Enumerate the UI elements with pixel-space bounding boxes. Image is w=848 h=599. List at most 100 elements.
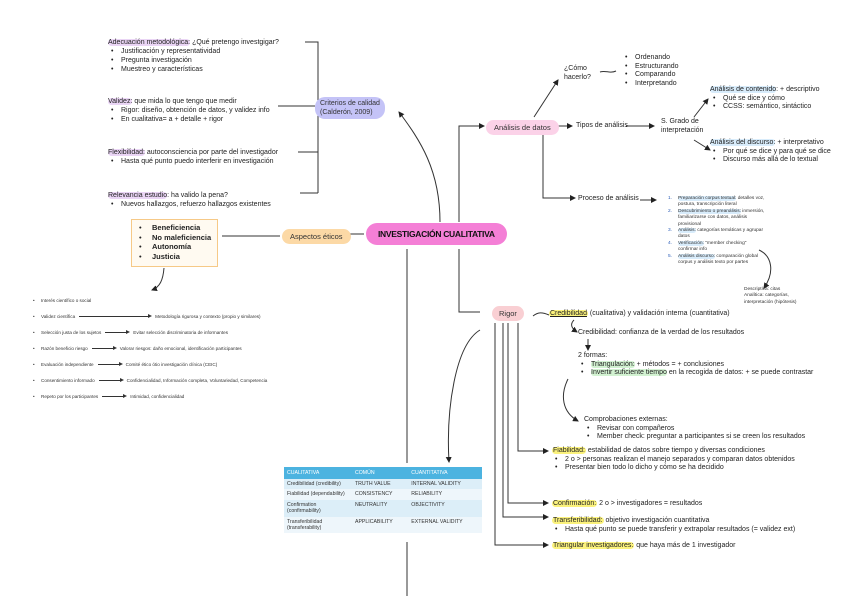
list-item: Pregunta investigación: [111, 56, 279, 65]
eticos-row-left: Selección justa de los sujetos: [41, 330, 102, 335]
list-item: Hasta qué punto se puede transferir y ex…: [555, 526, 842, 535]
eticos-row: • Validez científica Metodología rigurosa …: [33, 314, 261, 319]
grado-label: S. Grado de interpretación: [661, 118, 704, 134]
eticos-row-right: Valorar riesgos: daño emocional, identif…: [119, 346, 242, 351]
bullet-icon: •: [33, 378, 35, 383]
eticos-row: • Consentimiento informado Confidencialida…: [33, 378, 267, 383]
list-item: Ordenando: [625, 54, 679, 63]
relevancia-block: Relevancia estudio: ha valido la pena? N…: [108, 191, 271, 209]
triangular-title: Triangular investigadores:: [552, 542, 635, 549]
list-item: Autonomía: [139, 242, 217, 252]
wire-rigor-fiab: [517, 323, 549, 454]
eticos-row: • Repeto por los participantes Intimidad, …: [33, 394, 184, 399]
root-node[interactable]: INVESTIGACIÓN CUALITATIVA: [366, 223, 507, 245]
validez-title: Validez:: [108, 98, 133, 105]
list-item: Comparando: [625, 71, 679, 80]
eticos-row-left: Consentimiento informado: [41, 378, 95, 383]
list-item: Revisar con compañeros: [587, 425, 805, 434]
bullet-icon: •: [33, 298, 35, 303]
eticos-row-right: Metodología rigurosa y contexto (propio …: [155, 314, 261, 319]
wire-root-criterios: [398, 111, 441, 223]
eticos-row-right: Confidencialidad, Información completa, …: [126, 378, 268, 383]
eticos-row: • Selección justa de los sujetos Evitar se…: [33, 330, 228, 335]
validez-block: Validez: que mida lo que tengo que medir…: [108, 97, 270, 124]
list-item: Discurso más allá de lo textual: [713, 156, 831, 165]
list-item: CCSS: semántico, sintáctico: [713, 103, 820, 112]
bullet-icon: •: [33, 330, 35, 335]
proceso-step: Descubrimiento o preanálisis: inmersión,…: [668, 208, 765, 227]
eticos-row-left: Razón beneficio riesgo: [41, 346, 88, 351]
list-item: Triangulación: + métodos = + conclusione…: [581, 360, 818, 370]
wire-cred-def: [571, 319, 578, 333]
flexibilidad-block: Flexibilidad: autoconsciencia por parte …: [108, 148, 278, 166]
wire-box-down: [151, 267, 165, 292]
wire-formas-externas: [562, 378, 579, 422]
list-item: Invertir suficiente tiempo en la recogid…: [581, 369, 818, 378]
rigor-node[interactable]: Rigor: [492, 306, 524, 321]
confirmacion-title: Confirmación:: [552, 500, 598, 507]
adecuacion-block: Adecuación metodológica: ¿Qué pretengo i…: [108, 38, 279, 74]
wire-como-list: [599, 70, 617, 73]
eticos-row-left: Evaluación independiente: [41, 362, 94, 367]
confirmacion-block: Confirmación: 2 o > investigadores = res…: [552, 500, 703, 507]
wire-grado-contenido: [693, 98, 709, 118]
list-item: 2 o > personas realizan el manejo separa…: [555, 456, 822, 465]
eticos-row-left: Validez científica: [41, 314, 76, 319]
eticos-row-right: Evitar selección discriminatoria de info…: [133, 330, 228, 335]
comparison-table: CUALITATIVA COMÚN CUANTITATIVA Credibili…: [284, 467, 482, 534]
eticos-row-left: Repeto por los participantes: [41, 394, 99, 399]
list-item: No maleficiencia: [139, 233, 217, 243]
triangular-block: Triangular investigadores: que haya más …: [552, 542, 736, 549]
wire-root-table: [458, 249, 480, 313]
bullet-icon: •: [33, 362, 35, 367]
principios-box: Beneficiencia No maleficiencia Autonomía…: [131, 219, 218, 267]
criterios-node[interactable]: Criterios de calidad (Calderón, 2009): [315, 97, 385, 119]
transferibilidad-block: Transferibilidad: objetivo investigación…: [552, 517, 842, 534]
tipos-label: Tipos de análisis: [576, 122, 628, 129]
wire-analisis-proceso: [542, 132, 576, 201]
bullet-icon: •: [33, 394, 35, 399]
contenido-block: Análisis de contenido: + descriptivo Qué…: [710, 86, 820, 112]
arrow-icon: [97, 362, 123, 367]
list-item: En cualitativa= a + detalle + rigor: [111, 115, 270, 124]
eticos-row-left: Interés científico o social: [41, 298, 92, 303]
arrow-icon: [79, 314, 153, 319]
wire-rigor-cred: [532, 312, 550, 317]
eticos-row-right: Intimidad, confidencialidad: [130, 394, 185, 399]
discurso-title: Análisis del discurso:: [710, 139, 776, 146]
list-item: Muestreo y características: [111, 65, 279, 74]
wire-root-rigor: [445, 329, 481, 463]
list-item: Presentar bien todo lo dicho y cómo se h…: [555, 464, 822, 473]
eticos-row: • Evaluación independiente Comité ético ót…: [33, 362, 217, 367]
list-item: Estructurando: [625, 63, 679, 72]
relevancia-title: Relevancia estudio: [108, 192, 168, 199]
externas-block: Comprobaciones externas: Revisar con com…: [584, 416, 805, 442]
proceso-step: Preparación corpus textual: detalles voz…: [668, 196, 765, 208]
flexibilidad-title: Flexibilidad:: [108, 149, 145, 156]
table-header: CUANTITATIVA: [408, 467, 482, 479]
wire-rigor-triang: [494, 323, 549, 548]
credibilidad-title: Credibilidad: [549, 310, 588, 317]
list-item: Por qué se dice y para qué se dice: [713, 148, 831, 157]
table-header: CUALITATIVA: [284, 467, 352, 479]
list-item: Justificación y representatividad: [111, 47, 279, 56]
credibilidad-line: Credibilidad (cualitativa) y validación …: [549, 310, 730, 317]
adecuacion-title: Adecuación metodológica:: [108, 39, 191, 46]
wire-analisis-como: [533, 79, 559, 118]
bullet-icon: •: [33, 314, 35, 319]
credibilidad-def: Credibilidad: confianza de la verdad de …: [578, 329, 745, 336]
eticos-row-right: Comité ético ótio investigación clínica …: [125, 362, 218, 367]
list-item: Qué se dice y cómo: [713, 95, 820, 104]
table-row: Transferibilidad (transferability)APPLIC…: [284, 516, 482, 534]
como-list: Ordenando Estructurando Comparando Inter…: [622, 54, 679, 88]
transferibilidad-title: Transferibilidad:: [552, 517, 604, 524]
analisis-node[interactable]: Análisis de datos: [486, 120, 559, 135]
list-item: Rigor: diseño, obtención de datos, y val…: [111, 106, 270, 115]
contenido-title: Análisis de contenido: [710, 86, 777, 93]
list-item: Interpretando: [625, 80, 679, 89]
proceso-step: Análisis discurso: comparación global co…: [668, 253, 758, 266]
eticos-node[interactable]: Aspectos éticos: [282, 229, 351, 244]
